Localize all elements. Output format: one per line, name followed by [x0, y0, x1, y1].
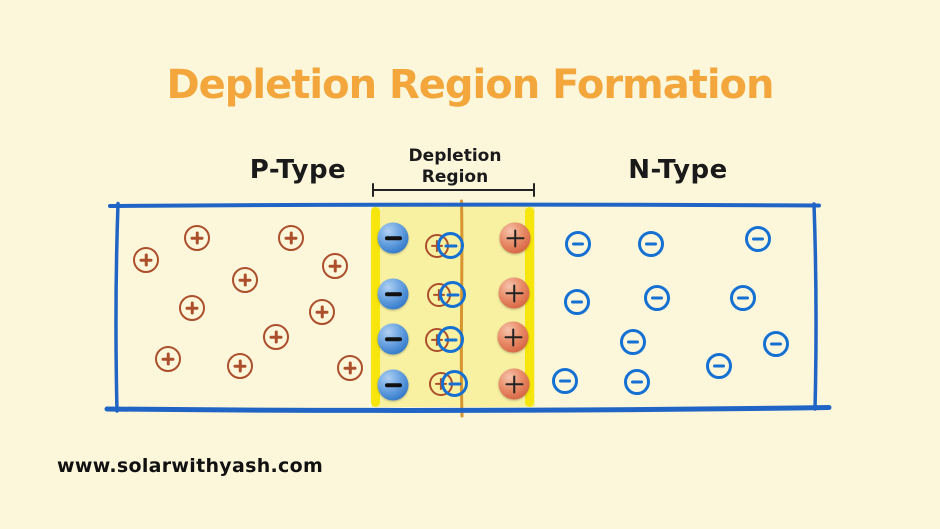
minus-symbol — [448, 382, 461, 385]
minus-symbol — [444, 244, 457, 247]
depletion-region-label: Depletion Region — [380, 146, 530, 189]
recombined-electron-ring — [437, 326, 464, 353]
electron-ion — [624, 369, 650, 395]
depletion-left-edge-bar — [371, 207, 380, 407]
hole-sphere — [497, 321, 529, 353]
hole-ion — [184, 225, 210, 251]
plus-symbol-vertical — [512, 375, 516, 393]
electron-sphere — [377, 222, 409, 254]
electron-ion — [565, 231, 591, 257]
hole-ion — [232, 267, 258, 293]
minus-symbol — [770, 342, 782, 346]
electron-ion — [644, 285, 670, 311]
minus-symbol — [444, 338, 457, 341]
recombined-electron-ring — [439, 281, 466, 308]
depletion-region-label-line1: Depletion — [408, 146, 502, 166]
electron-ion — [745, 226, 771, 252]
minus-symbol — [737, 296, 749, 300]
minus-symbol — [713, 364, 725, 368]
electron-ion — [638, 231, 664, 257]
minus-symbol — [559, 379, 571, 383]
minus-symbol — [645, 242, 657, 246]
plus-symbol-vertical — [512, 284, 516, 302]
depletion-right-edge-bar — [525, 207, 534, 407]
recombined-electron-ring — [437, 232, 464, 259]
minus-symbol — [752, 237, 764, 241]
minus-symbol — [446, 293, 459, 296]
plus-symbol-vertical — [274, 330, 278, 344]
plus-symbol-vertical — [333, 259, 337, 273]
hole-ion — [227, 353, 253, 379]
electron-ion — [564, 289, 590, 315]
page-title: Depletion Region Formation — [166, 62, 774, 108]
electron-ion — [763, 331, 789, 357]
depletion-region-label-line2: Region — [421, 167, 489, 188]
n-type-label: N-Type — [628, 155, 728, 185]
hole-sphere — [498, 368, 530, 400]
electron-ion — [552, 368, 578, 394]
hole-ion — [322, 253, 348, 279]
p-type-label: P-Type — [249, 155, 347, 185]
hole-ion — [133, 247, 159, 273]
hole-sphere — [498, 277, 530, 309]
plus-symbol-vertical — [166, 352, 170, 366]
depletion-bracket — [372, 183, 535, 197]
recombination-pair — [424, 325, 468, 355]
box-left-border — [114, 201, 120, 413]
plus-symbol-vertical — [144, 253, 148, 267]
plus-symbol-vertical — [513, 229, 517, 247]
box-top-border — [108, 202, 821, 208]
hole-ion — [309, 299, 335, 325]
box-right-border — [812, 202, 818, 411]
electron-ion — [730, 285, 756, 311]
hole-sphere — [499, 222, 531, 254]
hole-ion — [179, 295, 205, 321]
recombination-pair — [424, 231, 468, 261]
box-bottom-border — [104, 405, 832, 413]
hole-ion — [278, 225, 304, 251]
recombination-pair — [428, 369, 472, 399]
minus-symbol — [384, 235, 402, 241]
plus-symbol-vertical — [320, 305, 324, 319]
electron-ion — [706, 353, 732, 379]
electron-sphere — [377, 323, 409, 355]
minus-symbol — [627, 340, 639, 344]
recombination-pair — [426, 280, 470, 310]
electron-sphere — [377, 278, 409, 310]
plus-symbol-vertical — [348, 361, 352, 375]
minus-symbol — [571, 300, 583, 304]
plus-symbol-vertical — [190, 301, 194, 315]
plus-symbol-vertical — [238, 359, 242, 373]
plus-symbol-vertical — [243, 273, 247, 287]
plus-symbol-vertical — [289, 231, 293, 245]
electron-sphere — [377, 369, 409, 401]
hole-ion — [155, 346, 181, 372]
website-url: www.solarwithyash.com — [57, 455, 324, 477]
plus-symbol-vertical — [511, 328, 515, 346]
minus-symbol — [631, 380, 643, 384]
recombined-electron-ring — [441, 370, 468, 397]
hole-ion — [263, 324, 289, 350]
hole-ion — [337, 355, 363, 381]
minus-symbol — [384, 336, 402, 342]
minus-symbol — [384, 291, 402, 297]
minus-symbol — [572, 242, 584, 246]
minus-symbol — [384, 382, 402, 388]
electron-ion — [620, 329, 646, 355]
minus-symbol — [651, 296, 663, 300]
plus-symbol-vertical — [195, 231, 199, 245]
